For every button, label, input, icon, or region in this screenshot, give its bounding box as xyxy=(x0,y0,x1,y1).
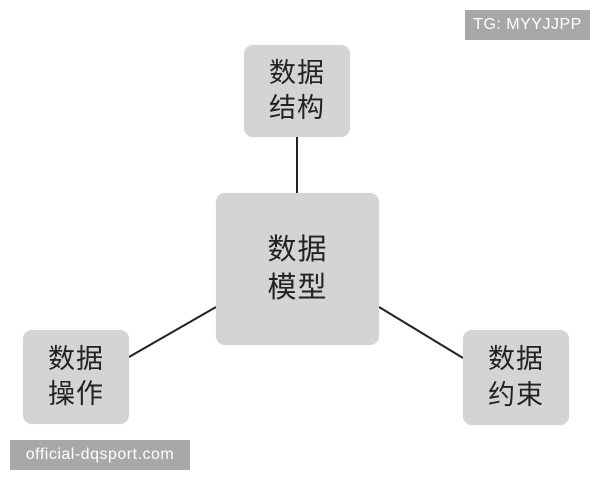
watermark-website: official-dqsport.com xyxy=(10,440,190,470)
node-data-structure: 数据 结构 xyxy=(244,45,350,137)
node-label-line1: 数据 xyxy=(267,232,328,267)
node-data-model: 数据 模型 xyxy=(216,193,379,345)
node-label-line1: 数据 xyxy=(488,344,544,376)
node-label-line1: 数据 xyxy=(48,343,104,375)
edge-model-operation xyxy=(128,306,217,358)
node-data-constraint: 数据 约束 xyxy=(463,330,569,425)
node-data-operation: 数据 操作 xyxy=(23,330,129,424)
edge-model-constraint xyxy=(378,306,464,359)
node-label-line2: 模型 xyxy=(267,270,328,304)
node-label-line2: 操作 xyxy=(48,379,104,410)
watermark-telegram: TG: MYYJJPP xyxy=(465,10,590,40)
node-label-line1: 数据 xyxy=(269,57,325,89)
node-label-line2: 结构 xyxy=(269,93,325,124)
node-label-line2: 约束 xyxy=(488,379,544,411)
